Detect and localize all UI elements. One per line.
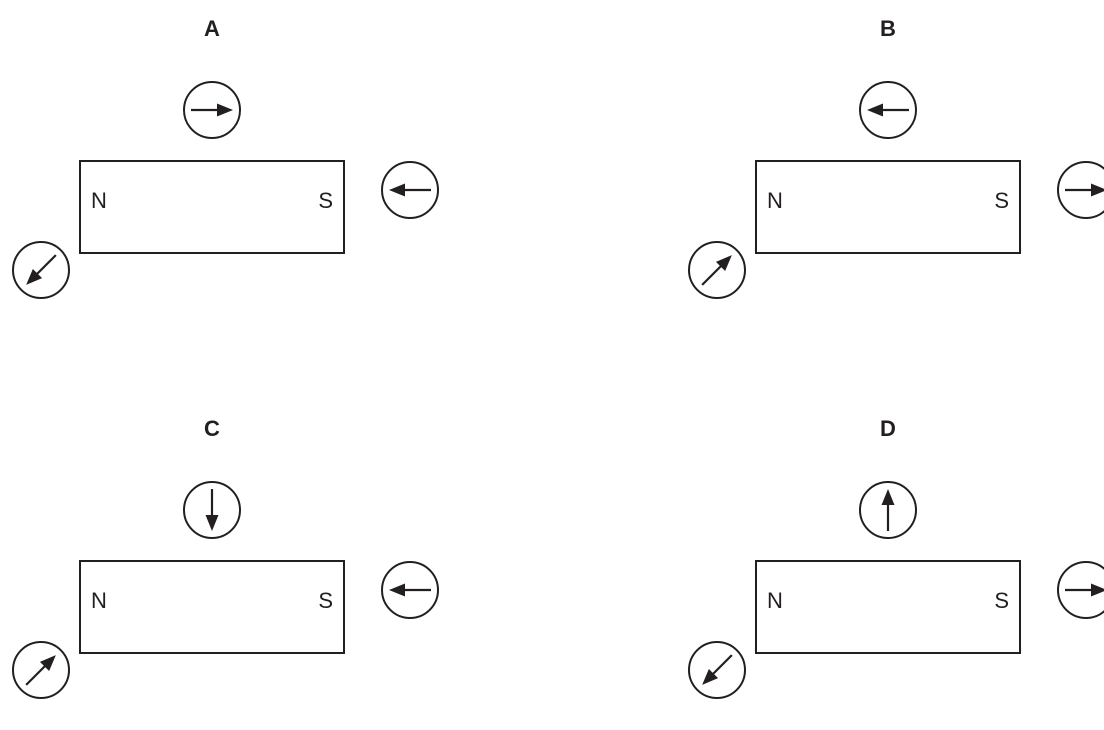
- compass-needle-arrow: [26, 254, 57, 285]
- north-pole-label: N: [91, 588, 107, 613]
- south-pole-label: S: [318, 588, 333, 613]
- compass-top-icon: [859, 81, 917, 139]
- option-label: B: [880, 16, 896, 41]
- option-d-diagram: D N S: [676, 400, 1104, 730]
- bar-magnet: N S: [755, 160, 1021, 254]
- compass-top-icon: [859, 481, 917, 539]
- north-pole-label: N: [91, 188, 107, 213]
- compass-needle-arrow: [881, 489, 895, 531]
- compass-top-icon: [183, 81, 241, 139]
- compass-needle-arrow: [702, 654, 733, 685]
- compass-needle-arrow: [389, 183, 431, 197]
- compass-needle-arrow: [867, 103, 909, 117]
- bar-magnet: N S: [79, 560, 345, 654]
- compass-bottom-left-icon: [12, 641, 70, 699]
- option-b-diagram: B N S: [676, 0, 1104, 330]
- compass-needle-arrow: [389, 583, 431, 597]
- option-label: D: [880, 416, 896, 441]
- compass-right-icon: [381, 561, 439, 619]
- option-c-diagram: C N S: [0, 400, 460, 730]
- north-pole-label: N: [767, 588, 783, 613]
- bar-magnet: N S: [755, 560, 1021, 654]
- south-pole-label: S: [318, 188, 333, 213]
- north-pole-label: N: [767, 188, 783, 213]
- compass-needle-arrow: [1065, 183, 1104, 197]
- compass-needle-arrow: [25, 655, 56, 686]
- compass-bottom-left-icon: [688, 241, 746, 299]
- compass-bottom-left-icon: [688, 641, 746, 699]
- south-pole-label: S: [994, 588, 1009, 613]
- compass-needle-arrow: [205, 489, 219, 531]
- compass-needle-arrow: [701, 255, 732, 286]
- south-pole-label: S: [994, 188, 1009, 213]
- option-label: C: [204, 416, 220, 441]
- option-label: A: [204, 16, 220, 41]
- compass-needle-arrow: [1065, 583, 1104, 597]
- option-a-diagram: A N S: [0, 0, 460, 330]
- compass-bottom-left-icon: [12, 241, 70, 299]
- compass-right-icon: [1057, 561, 1104, 619]
- compass-right-icon: [381, 161, 439, 219]
- compass-needle-arrow: [191, 103, 233, 117]
- compass-top-icon: [183, 481, 241, 539]
- compass-right-icon: [1057, 161, 1104, 219]
- bar-magnet: N S: [79, 160, 345, 254]
